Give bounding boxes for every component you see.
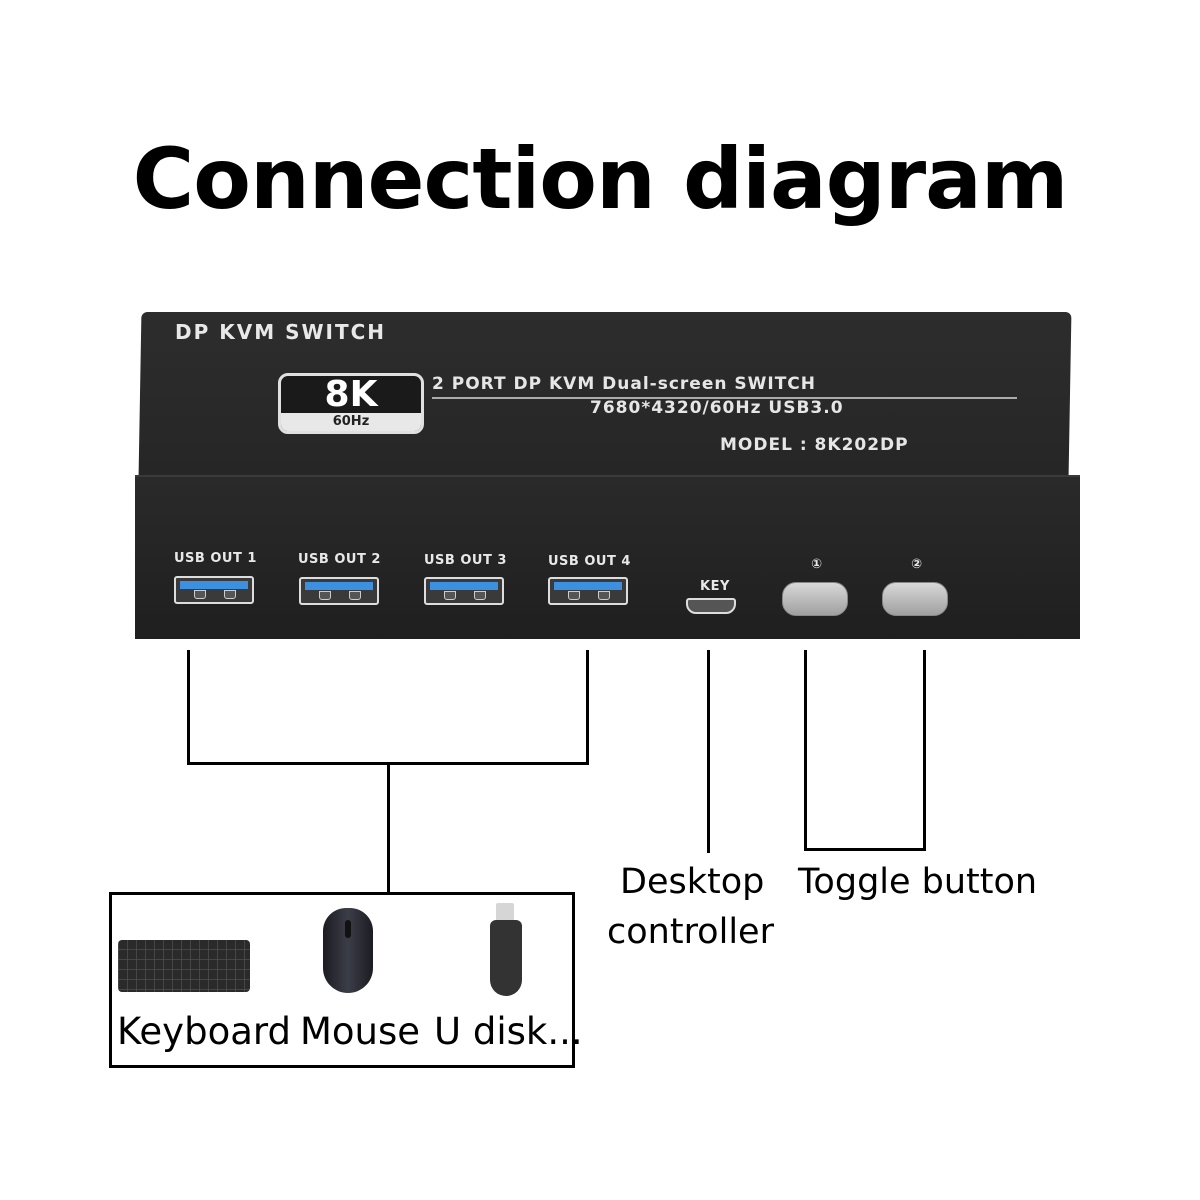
usb-out-1-label: USB OUT 1 [174, 551, 257, 566]
keyboard-label: Keyboard [117, 1010, 291, 1053]
mouse-label: Mouse [300, 1010, 421, 1053]
usb-out-3-label: USB OUT 3 [424, 553, 507, 568]
connector-line-to-peripherals [387, 762, 390, 894]
udisk-label: U disk... [434, 1010, 583, 1053]
model-label: MODEL : 8K202DP [720, 435, 909, 455]
connector-line-usb4 [586, 650, 589, 764]
connector-line-toggle1 [804, 650, 807, 850]
usb-disk-icon [490, 920, 522, 996]
connector-line-usb1 [187, 650, 190, 764]
usb-out-2-label: USB OUT 2 [298, 552, 381, 567]
desktop-controller-label-line2: controller [607, 912, 774, 952]
peripherals-box [109, 892, 575, 1068]
key-micro-usb-port[interactable] [686, 598, 736, 614]
usb-out-1-port[interactable] [174, 576, 254, 604]
usb-out-3-port[interactable] [424, 577, 504, 605]
mouse-icon [323, 908, 373, 993]
usb-out-4-label: USB OUT 4 [548, 554, 631, 569]
badge-refresh-rate: 60Hz [281, 413, 421, 431]
keyboard-icon [118, 940, 250, 992]
spec-divider [432, 397, 1017, 399]
spec-description: 2 PORT DP KVM Dual-screen SWITCH [432, 374, 817, 394]
spec-resolution-usb: 7680*4320/60Hz USB3.0 [590, 398, 844, 418]
usb-disk-connector-icon [496, 903, 514, 923]
toggle-button-2[interactable] [882, 582, 948, 616]
usb-out-2-port[interactable] [299, 577, 379, 605]
connector-line-toggle-bridge [804, 848, 926, 851]
device-brand-label: DP KVM SWITCH [175, 320, 387, 344]
connector-line-key [707, 650, 710, 853]
8k-60hz-badge: 8K 60Hz [278, 373, 424, 434]
toggle-button-1[interactable] [782, 582, 848, 616]
key-port-label: KEY [700, 579, 730, 594]
toggle-button-label: Toggle button [798, 862, 1038, 902]
badge-resolution: 8K [324, 374, 378, 415]
connector-line-toggle2 [923, 650, 926, 850]
usb-out-4-port[interactable] [548, 577, 628, 605]
toggle-1-label: ① [811, 557, 823, 572]
kvm-switch-front-panel [135, 475, 1080, 639]
toggle-2-label: ② [911, 557, 923, 572]
page-title: Connection diagram [132, 130, 1069, 228]
desktop-controller-label-line1: Desktop [620, 862, 765, 902]
